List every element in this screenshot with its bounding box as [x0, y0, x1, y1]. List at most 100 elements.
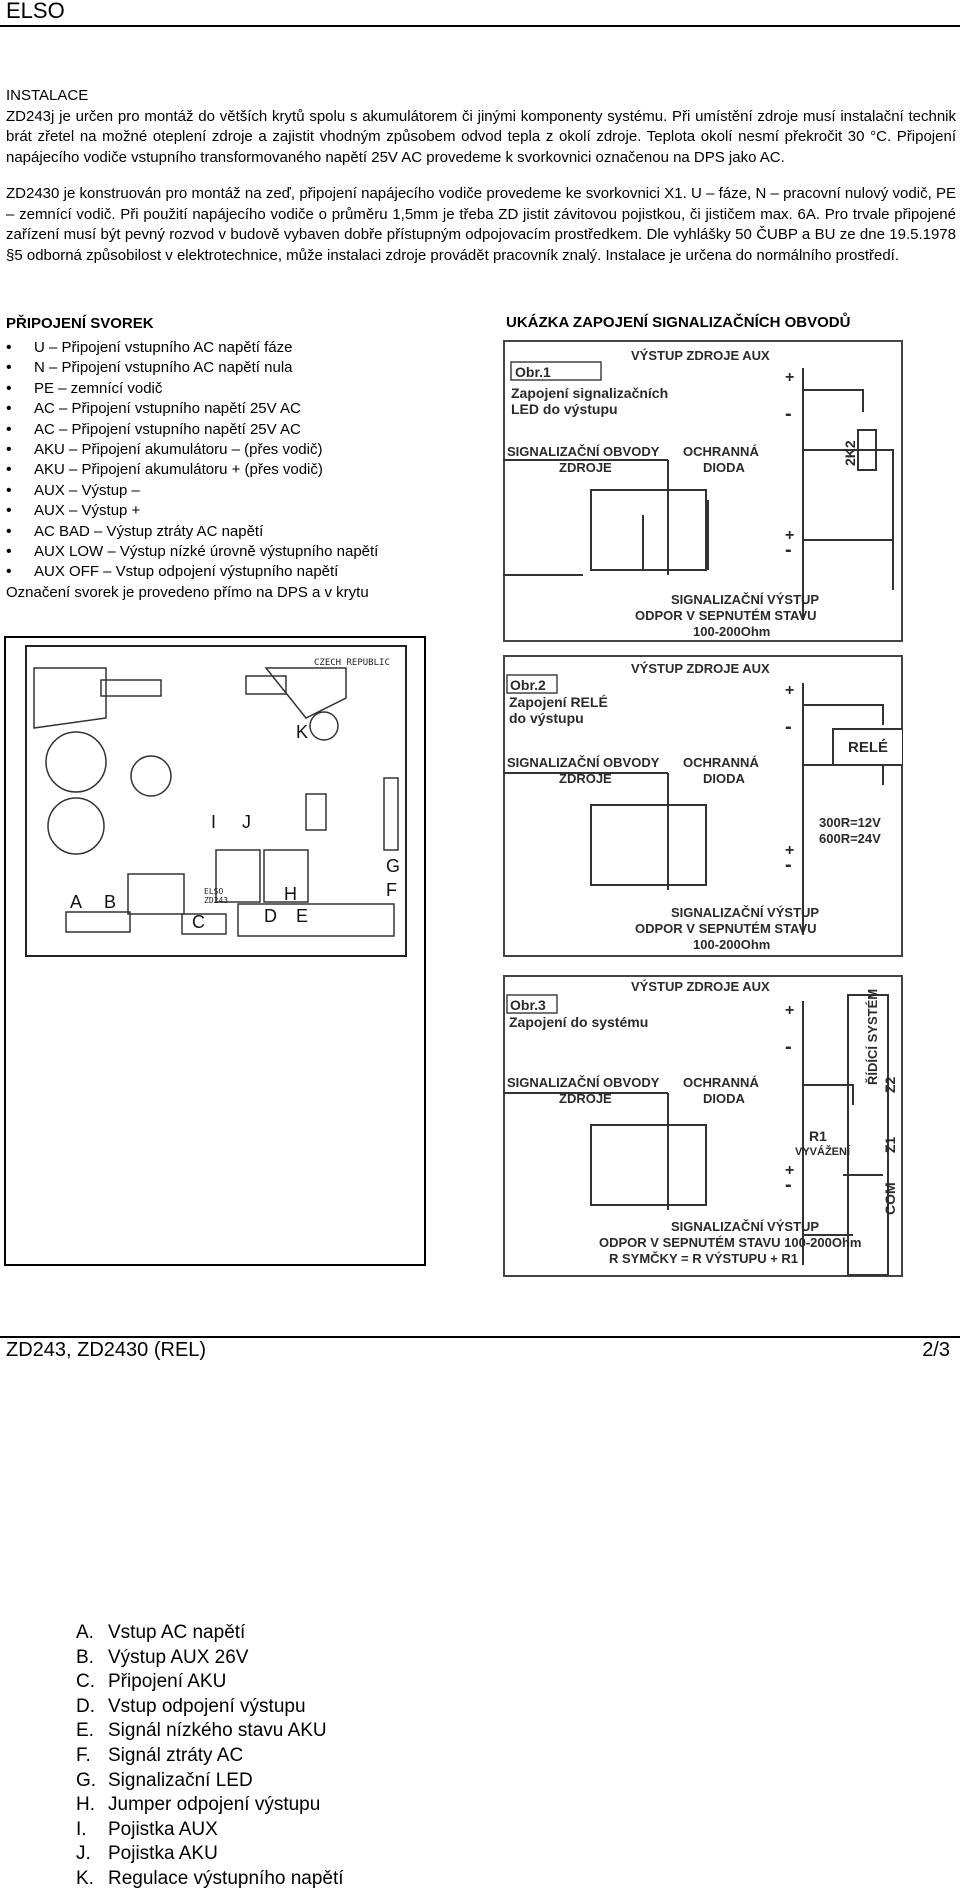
- legend-text: Připojení AKU: [108, 1671, 227, 1693]
- plus-sign: +: [785, 682, 794, 699]
- sig-obvody: SIGNALIZAČNÍ OBVODY: [507, 755, 660, 770]
- legend-text: Signál nízkého stavu AKU: [108, 1720, 327, 1742]
- com-label: COM: [882, 1182, 898, 1215]
- page-header: ELSO: [0, 0, 960, 27]
- legend: A. Vstup AC napětí B.Výstup AUX 26V C. Při…: [76, 1621, 344, 1892]
- plus-sign: +: [785, 842, 794, 859]
- legend-item: H.Jumper odpojení výstupu: [76, 1793, 344, 1818]
- spec-label: 300R=12V: [819, 815, 881, 830]
- legend-key: C.: [76, 1671, 95, 1693]
- sig-obvody: ZDROJE: [559, 771, 612, 786]
- circuit-lines: [503, 368, 894, 620]
- list-item: PE – zemnící vodič: [6, 379, 476, 400]
- diagram-obr2-svg: VÝSTUP ZDROJE AUX Obr.2 Zapojení RELÉ do…: [503, 655, 903, 957]
- legend-item: B.Výstup AUX 26V: [76, 1646, 344, 1671]
- list-item: AC – Připojení vstupního napětí 25V AC: [6, 399, 476, 420]
- svorky-note: Označení svorek je provedeno přímo na DP…: [6, 583, 369, 601]
- legend-text: Regulace výstupního napětí: [108, 1867, 344, 1889]
- obr-label-box: [506, 674, 558, 694]
- diagram-obr2: VÝSTUP ZDROJE AUX Obr.2 Zapojení RELÉ do…: [503, 655, 903, 957]
- z1-label: Z1: [882, 1136, 898, 1153]
- minus-sign: -: [785, 854, 792, 876]
- footer-page-number: 2/3: [922, 1339, 950, 1361]
- svorky-list: U – Připojení vstupního AC napětí fáze N…: [6, 338, 476, 583]
- legend-key: D.: [76, 1695, 95, 1717]
- svg-text:D: D: [264, 906, 277, 926]
- ochranna: DIODA: [703, 1091, 746, 1106]
- list-item: AC – Připojení vstupního napětí 25V AC: [6, 420, 476, 441]
- obr-desc: Zapojení do systému: [509, 1014, 648, 1030]
- svg-text:K: K: [296, 722, 308, 742]
- obr-desc: LED do výstupu: [511, 401, 618, 417]
- instalace-section: INSTALACE ZD243j je určen pro montáž do …: [6, 86, 956, 266]
- obr-label: Obr.3: [510, 997, 546, 1013]
- legend-key: J.: [76, 1843, 91, 1865]
- diagram-obr1: VÝSTUP ZDROJE AUX Obr.1 Zapojení signali…: [503, 340, 903, 642]
- rele-box: [832, 728, 903, 766]
- obr-label-box: [506, 994, 558, 1014]
- sig-obvody: ZDROJE: [559, 460, 612, 475]
- legend-text: Vstup odpojení výstupu: [108, 1695, 306, 1717]
- legend-item: A. Vstup AC napětí: [76, 1621, 344, 1646]
- legend-key: F.: [76, 1744, 91, 1766]
- plus-sign: +: [785, 527, 794, 544]
- ochranna: DIODA: [703, 771, 746, 786]
- ochranna: OCHRANNÁ: [683, 755, 759, 770]
- pcb-board: [25, 645, 407, 957]
- list-item: AUX OFF – Vstup odpojení výstupního napě…: [6, 562, 476, 583]
- legend-text: Vstup AC napětí: [108, 1622, 246, 1643]
- pcb-model: ZD243: [204, 896, 228, 905]
- obr-label-box: [510, 361, 602, 381]
- obr-desc: do výstupu: [509, 710, 584, 726]
- plus-sign: +: [785, 1162, 794, 1179]
- svg-text:H: H: [284, 884, 297, 904]
- pcb-outlines: [33, 667, 399, 937]
- list-item: N – Připojení vstupního AC napětí nula: [6, 358, 476, 379]
- minus-sign: -: [785, 403, 792, 425]
- svg-text:I: I: [211, 812, 216, 832]
- list-item: U – Připojení vstupního AC napětí fáze: [6, 338, 476, 359]
- legend-item: F. Signál ztráty AC: [76, 1744, 344, 1769]
- list-item: AKU – Připojení akumulátoru – (přes vodi…: [6, 440, 476, 461]
- diagram-obr1-svg: VÝSTUP ZDROJE AUX Obr.1 Zapojení signali…: [503, 340, 903, 642]
- svg-text:G: G: [386, 856, 400, 876]
- circuit-lines: [503, 994, 889, 1276]
- component-label: 2K2: [842, 440, 858, 466]
- legend-key: A.: [76, 1622, 94, 1643]
- svg-text:E: E: [296, 906, 308, 926]
- sig-vystup: SIGNALIZAČNÍ VÝSTUP: [671, 905, 819, 920]
- legend-key: H.: [76, 1794, 95, 1816]
- svg-text:F: F: [386, 880, 397, 900]
- ridici-label: ŘÍDÍCÍ SYSTÉM: [865, 989, 880, 1085]
- footer-rule: [0, 1336, 960, 1338]
- minus-sign: -: [785, 716, 792, 738]
- sig-obvody: SIGNALIZAČNÍ OBVODY: [507, 444, 660, 459]
- list-item: AUX – Výstup +: [6, 501, 476, 522]
- diagram-obr3-svg: VÝSTUP ZDROJE AUX Obr.3 Zapojení do syst…: [503, 975, 903, 1277]
- odpor-label: ODPOR V SEPNUTÉM STAVU 100-200Ohm: [599, 1235, 861, 1250]
- odpor-label: 100-200Ohm: [693, 624, 770, 639]
- list-item: AUX – Výstup –: [6, 481, 476, 502]
- obr-desc: Zapojení signalizačních: [511, 385, 668, 401]
- legend-text: Pojistka AKU: [108, 1843, 218, 1865]
- ochranna: DIODA: [703, 460, 746, 475]
- diagram-obr3: VÝSTUP ZDROJE AUX Obr.3 Zapojení do syst…: [503, 975, 903, 1277]
- list-item: AKU – Připojení akumulátoru + (přes vodi…: [6, 460, 476, 481]
- list-item: AC BAD – Výstup ztráty AC napětí: [6, 522, 476, 543]
- header-title: ELSO: [6, 0, 65, 23]
- r1-label: R1: [809, 1128, 827, 1144]
- svg-text:C: C: [192, 912, 205, 932]
- pcb-figure: CZECH REPUBLIC ELSO ZD243 K I J H G F E …: [4, 636, 426, 1889]
- legend-item: I.Pojistka AUX: [76, 1818, 344, 1843]
- legend-item: D. Vstup odpojení výstupu: [76, 1695, 344, 1720]
- pcb-country: CZECH REPUBLIC: [314, 658, 390, 668]
- odpor-label: R SYMČKY = R VÝSTUPU + R1: [609, 1251, 798, 1266]
- legend-key: I.: [76, 1818, 87, 1840]
- legend-key: K.: [76, 1867, 94, 1889]
- svg-text:J: J: [242, 812, 251, 832]
- vystup-label: VÝSTUP ZDROJE AUX: [631, 348, 770, 363]
- plus-sign: +: [785, 369, 794, 386]
- footer-doc-id: ZD243, ZD2430 (REL): [6, 1339, 207, 1361]
- svorky-section: PŘIPOJENÍ SVOREK U – Připojení vstupního…: [6, 314, 476, 603]
- legend-text: Signál ztráty AC: [108, 1744, 244, 1766]
